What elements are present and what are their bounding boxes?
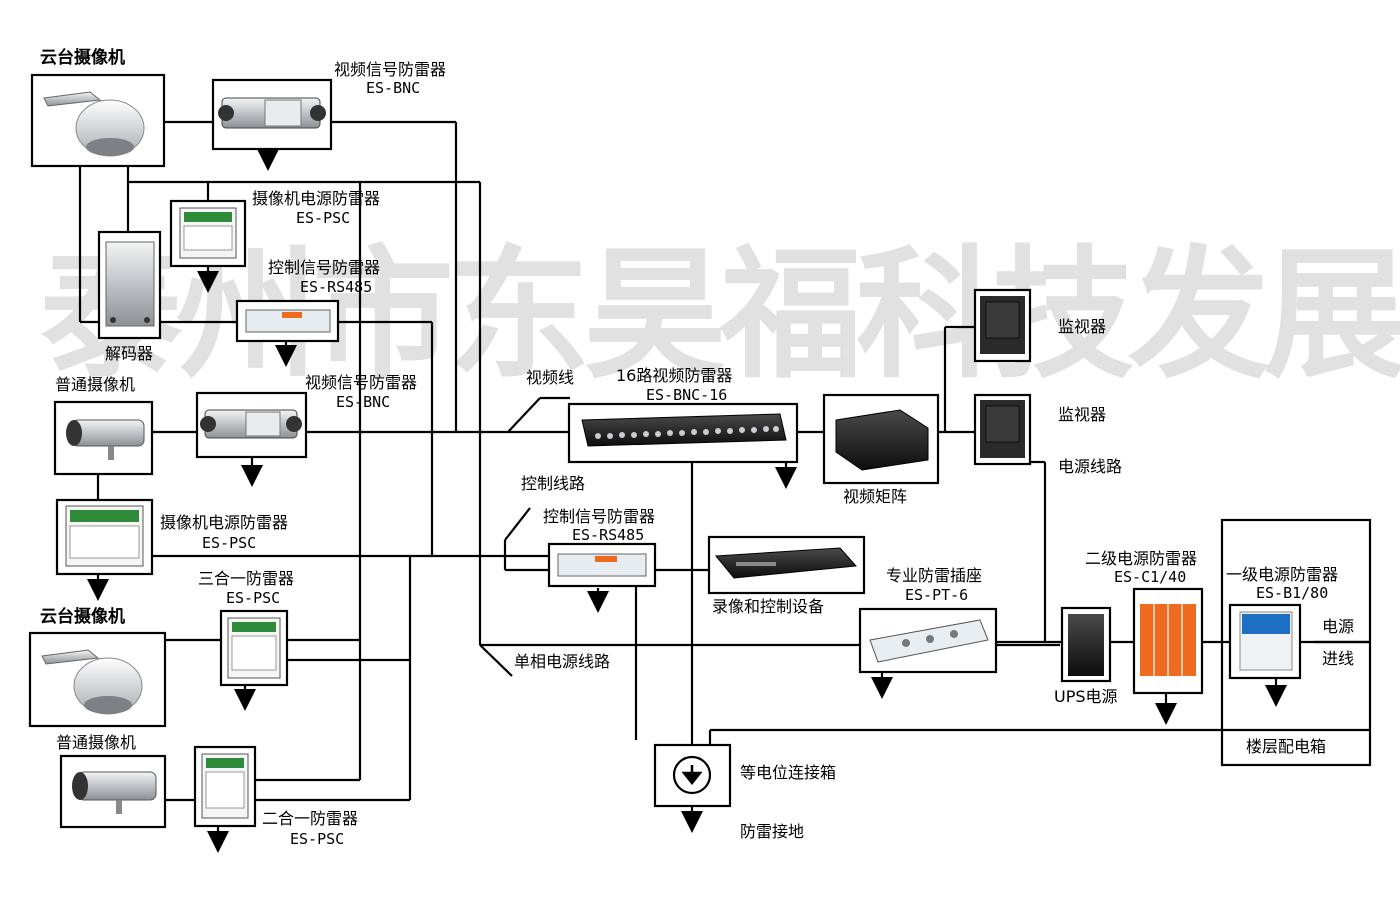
ptz-camera-2 [28, 631, 167, 728]
label-power-in-2: 进线 [1322, 649, 1355, 668]
three-in-one-protector [219, 609, 289, 687]
label-socket-name: 专业防雷插座 [886, 566, 983, 585]
label-video-matrix: 视频矩阵 [843, 487, 908, 506]
label-equipotential-box: 等电位连接箱 [740, 763, 837, 782]
normal-camera-2 [59, 754, 167, 829]
label-normal-camera-2: 普通摄像机 [56, 733, 137, 752]
label-single-phase-line: 单相电源线路 [514, 652, 611, 671]
label-ptz-camera-2: 云台摄像机 [40, 607, 125, 627]
label-decoder: 解码器 [105, 344, 154, 363]
label-socket-model: ES-PT-6 [905, 586, 969, 604]
video-protector-1 [211, 78, 333, 151]
label-level1-name: 一级电源防雷器 [1226, 565, 1339, 584]
label-level1-model: ES-B1/80 [1256, 584, 1329, 602]
label-level2-name: 二级电源防雷器 [1085, 549, 1198, 568]
recorder [707, 535, 866, 595]
label-control-1-model: ES-RS485 [300, 278, 373, 296]
ups [1060, 606, 1112, 683]
label-cam-power-1-model: ES-PSC [296, 209, 351, 227]
label-normal-camera-1: 普通摄像机 [55, 375, 136, 394]
label-recorder: 录像和控制设备 [712, 597, 825, 616]
label-ups: UPS电源 [1054, 687, 1118, 706]
label-level2-model: ES-C1/40 [1114, 568, 1187, 586]
ptz-camera-1 [30, 73, 166, 168]
label-floor-box: 楼层配电箱 [1246, 737, 1327, 756]
label-control-3-model: ES-RS485 [572, 526, 645, 544]
label-control-line: 控制线路 [521, 474, 586, 493]
ground-arrows [87, 148, 1287, 853]
wiring [78, 120, 1370, 802]
label-video-protector-2-model: ES-BNC [336, 393, 391, 411]
monitor-2 [973, 393, 1032, 466]
bnc16-protector [567, 402, 799, 464]
label-video-protector-1-name: 视频信号防雷器 [334, 60, 447, 79]
label-three-in-one-model: ES-PSC [226, 589, 281, 607]
label-video-protector-2-name: 视频信号防雷器 [305, 373, 418, 392]
label-three-in-one-name: 三合一防雷器 [198, 569, 295, 588]
label-lightning-ground: 防雷接地 [740, 822, 805, 841]
label-power-in-1: 电源 [1322, 617, 1355, 636]
label-video-line: 视频线 [526, 368, 575, 387]
two-in-one-protector [193, 745, 257, 828]
label-cam-power-1-name: 摄像机电源防雷器 [252, 189, 381, 208]
label-bnc16-name: 16路视频防雷器 [616, 366, 733, 385]
label-cam-power-2-name: 摄像机电源防雷器 [160, 513, 289, 532]
label-power-line: 电源线路 [1058, 457, 1123, 476]
video-matrix [822, 393, 940, 485]
equipotential-box [653, 743, 732, 808]
surge-socket [858, 607, 998, 674]
label-ptz-camera-1: 云台摄像机 [40, 48, 125, 68]
label-cam-power-2-model: ES-PSC [202, 534, 257, 552]
control-protector-1 [235, 299, 340, 343]
label-control-3-name: 控制信号防雷器 [543, 507, 656, 526]
label-monitor-2: 监视器 [1058, 405, 1107, 424]
label-video-protector-1-model: ES-BNC [366, 79, 421, 97]
floor-distribution-box [1220, 518, 1372, 767]
camera-power-protector-2 [55, 498, 154, 576]
level1-spd [1228, 603, 1302, 680]
label-monitor-1: 监视器 [1058, 317, 1107, 336]
video-protector-2 [195, 391, 308, 459]
label-two-in-one-name: 二合一防雷器 [262, 809, 359, 828]
label-two-in-one-model: ES-PSC [290, 830, 345, 848]
label-bnc16-model: ES-BNC-16 [646, 386, 728, 404]
level2-spd [1132, 587, 1204, 695]
normal-camera-1 [53, 400, 154, 476]
monitor-1 [973, 288, 1032, 363]
label-control-1-name: 控制信号防雷器 [268, 258, 381, 277]
decoder [97, 230, 162, 340]
camera-power-protector-1 [169, 199, 247, 268]
control-protector-3 [547, 542, 657, 588]
